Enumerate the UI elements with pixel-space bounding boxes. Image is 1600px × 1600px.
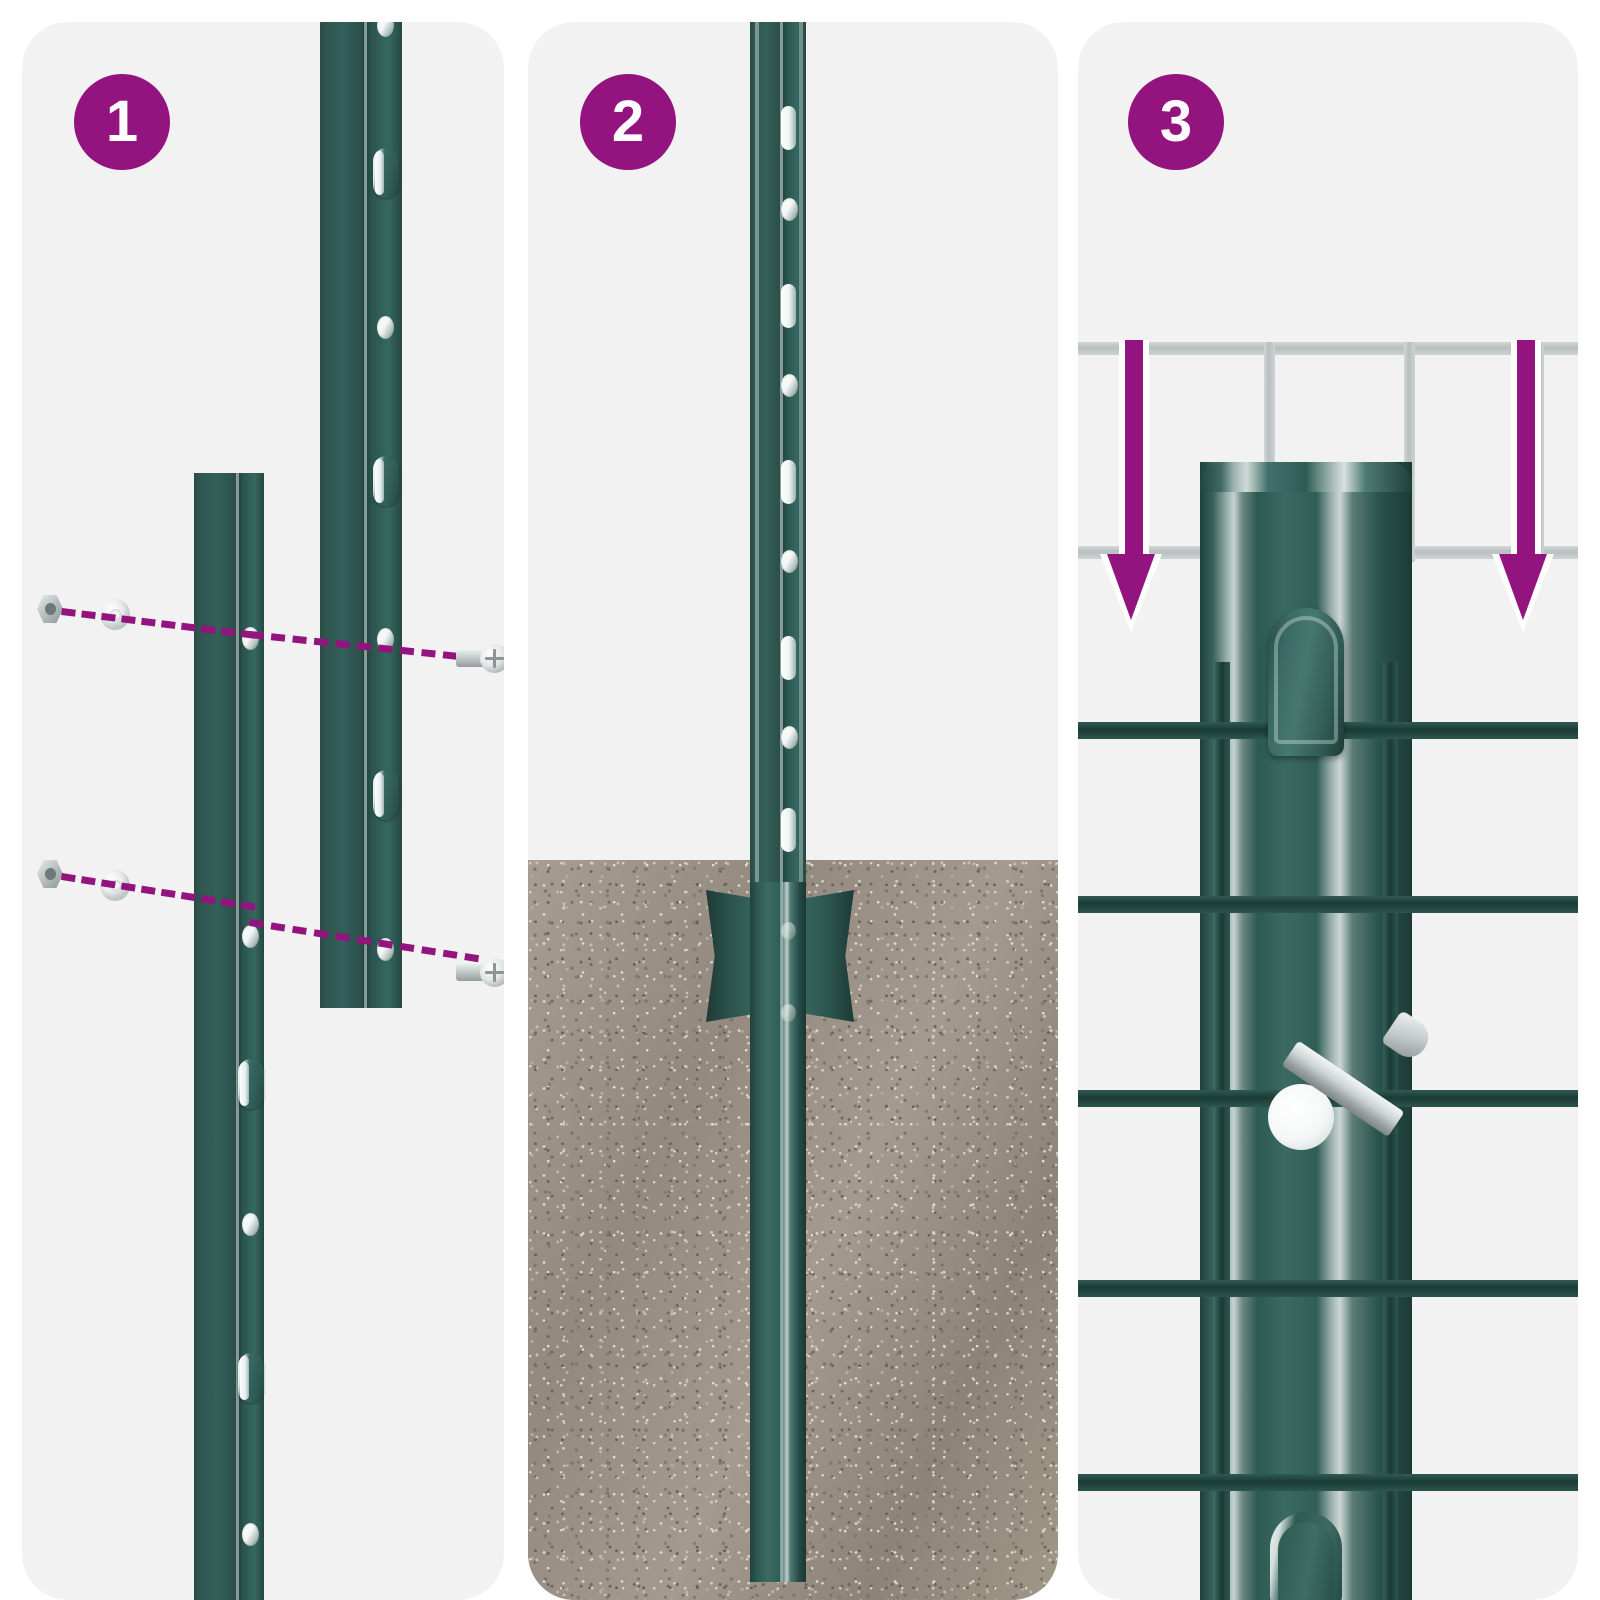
post-edge-highlight xyxy=(755,22,759,1562)
panel-1-clip: 1 xyxy=(22,22,504,1600)
mesh-front-horizontal-wire xyxy=(1078,896,1578,913)
arrow-head xyxy=(1100,554,1162,632)
screw-shank xyxy=(456,650,484,667)
post-hole xyxy=(242,1213,259,1236)
post-slot xyxy=(781,808,796,852)
step-badge-1: 1 xyxy=(74,74,170,170)
mesh-front-vertical-wire xyxy=(1215,662,1230,1600)
step-badge-2: 2 xyxy=(580,74,676,170)
post-hole xyxy=(781,726,798,749)
mesh-front-horizontal-wire xyxy=(1078,1474,1578,1491)
post-edge-highlight xyxy=(799,22,803,1562)
bolt-head xyxy=(1380,1010,1436,1064)
post-side-left-face xyxy=(320,22,363,1008)
bolt-shank xyxy=(1281,1040,1405,1138)
step-panel-2: 2 xyxy=(528,22,1058,1600)
post-tab-bracket xyxy=(238,1353,264,1403)
washer xyxy=(100,870,130,901)
post-front-right-face xyxy=(237,473,264,1600)
mesh-retaining-clip xyxy=(1268,608,1344,756)
post-tab-bracket xyxy=(373,148,399,198)
post-front-left-face xyxy=(194,473,238,1600)
screw-head xyxy=(480,958,504,987)
post-front-edge-highlight xyxy=(236,473,239,1600)
post-slot xyxy=(781,460,796,504)
panel-2-clip: 2 xyxy=(528,22,1058,1600)
post-tab-bracket xyxy=(373,770,399,820)
post-hole xyxy=(781,922,796,940)
post-below-anchor-highlight xyxy=(780,882,783,1582)
post-hole xyxy=(781,198,798,221)
fixing-bolt xyxy=(1278,1010,1436,1138)
post-hole xyxy=(781,550,798,573)
post-bolt-hole-washer xyxy=(1268,1084,1334,1150)
mesh-front-horizontal-wire xyxy=(1078,1280,1578,1297)
hex-nut xyxy=(37,595,63,623)
post-tab-bracket xyxy=(373,456,399,506)
mesh-back-vertical-wire xyxy=(1404,342,1415,562)
mesh-drop-arrow-right xyxy=(1492,340,1554,632)
post-rounded-cap xyxy=(1200,462,1412,492)
post-lower-slot xyxy=(1270,1512,1342,1600)
arrow-shaft xyxy=(1511,340,1541,558)
screw-shank xyxy=(456,964,484,981)
post-hole xyxy=(242,627,259,650)
washer xyxy=(100,599,130,630)
post-slot xyxy=(781,284,796,328)
hex-nut xyxy=(37,860,63,888)
post-hole xyxy=(377,316,394,339)
post-side-view xyxy=(320,22,402,1008)
post-hole xyxy=(781,1004,796,1022)
post-hole xyxy=(242,925,259,948)
post-tab-bracket xyxy=(238,1059,264,1109)
step-panel-3: 3 xyxy=(1078,22,1578,1600)
post-below-anchor xyxy=(750,882,806,1582)
screw-head xyxy=(480,644,504,673)
mesh-back-horizontal-wire xyxy=(1078,342,1578,355)
step-panel-1: 1 xyxy=(22,22,504,1600)
mesh-drop-arrow-left xyxy=(1100,340,1162,632)
post-hole xyxy=(377,938,394,961)
post-side-edge-highlight xyxy=(364,22,367,1008)
post-hole xyxy=(377,628,394,651)
post-center-edge-highlight xyxy=(780,22,783,1562)
post-hole xyxy=(781,374,798,397)
step-badge-3: 3 xyxy=(1128,74,1224,170)
post-front-view xyxy=(194,473,264,1600)
mesh-back-vertical-wire xyxy=(1264,342,1275,562)
panel-3-clip: 3 xyxy=(1078,22,1578,1600)
post-hole xyxy=(377,22,394,37)
post-hole xyxy=(242,1523,259,1546)
post-slot xyxy=(781,636,796,680)
arrow-shaft xyxy=(1119,340,1149,558)
arrow-head xyxy=(1492,554,1554,632)
post-slot xyxy=(781,106,796,150)
